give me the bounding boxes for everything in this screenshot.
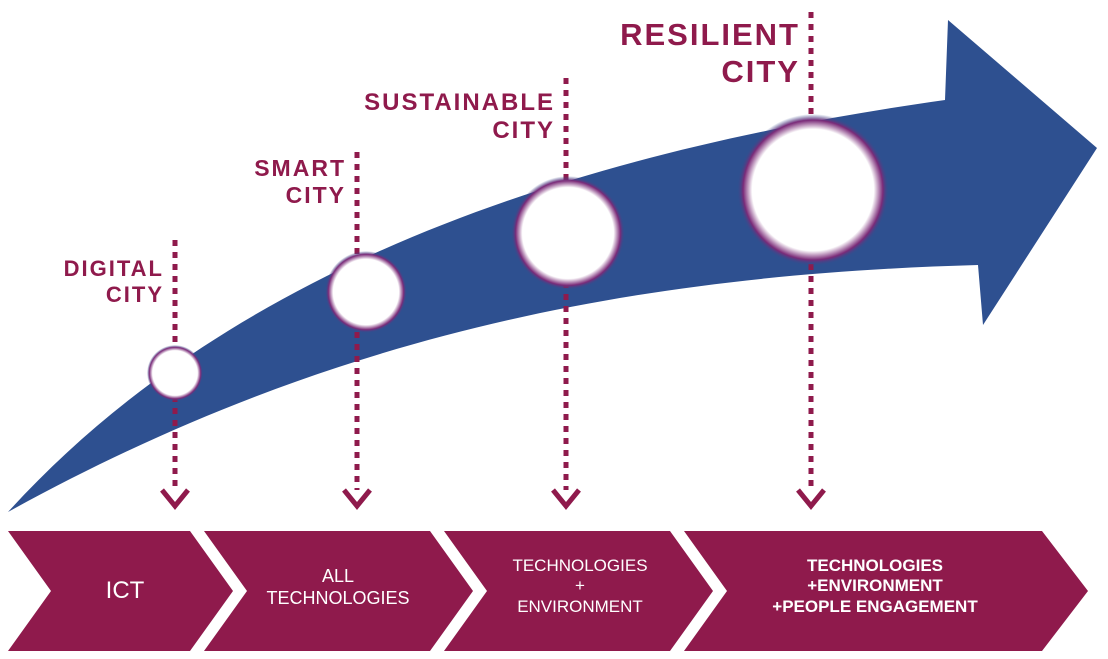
chevron-tech-environment bbox=[444, 531, 713, 651]
chevron-label-tech-environment-line3: ENVIRONMENT bbox=[517, 596, 643, 616]
stage-label-resilient-line1: RESILIENT bbox=[620, 17, 800, 52]
chevron-label-tech-env-people-line3: +PEOPLE ENGAGEMENT bbox=[772, 596, 978, 616]
stage-label-digital: DIGITAL CITY bbox=[64, 256, 164, 308]
chevron-label-tech-environment-line2: + bbox=[575, 576, 585, 596]
stage-label-smart-line1: SMART bbox=[254, 155, 346, 181]
chevron-label-ict: ICT bbox=[55, 577, 195, 606]
stage-label-digital-line2: CITY bbox=[105, 281, 164, 307]
chevron-label-tech-env-people: TECHNOLOGIES +ENVIRONMENT +PEOPLE ENGAGE… bbox=[735, 556, 1015, 617]
stage-label-sustainable-line2: CITY bbox=[492, 117, 555, 145]
guide-arrowhead-digital bbox=[160, 488, 190, 510]
stage-label-resilient: RESILIENT CITY bbox=[620, 17, 800, 90]
stage-circle-resilient bbox=[737, 114, 889, 266]
guide-arrowhead-smart bbox=[342, 488, 372, 510]
chevron-label-all-technologies-line2: TECHNOLOGIES bbox=[266, 587, 410, 608]
guide-arrowhead-sustainable bbox=[551, 488, 581, 510]
stage-label-smart: SMART CITY bbox=[254, 155, 346, 209]
chevron-label-tech-environment: TECHNOLOGIES + ENVIRONMENT bbox=[480, 556, 680, 617]
stage-circle-sustainable bbox=[511, 176, 625, 290]
chevron-label-tech-env-people-line1: TECHNOLOGIES bbox=[806, 556, 943, 575]
stage-circle-digital bbox=[147, 345, 203, 401]
chevron-label-tech-env-people-line2: +ENVIRONMENT bbox=[807, 576, 943, 596]
chevron-label-all-technologies: ALL TECHNOLOGIES bbox=[248, 566, 428, 609]
chevron-label-tech-environment-line1: TECHNOLOGIES bbox=[512, 556, 648, 575]
chevron-label-all-technologies-line1: ALL bbox=[321, 566, 355, 586]
chevron-tech-env-people bbox=[684, 531, 1088, 651]
guide-arrowhead-resilient bbox=[796, 488, 826, 510]
stage-label-resilient-line2: CITY bbox=[721, 53, 800, 89]
chevron-all-technologies bbox=[204, 531, 473, 651]
stage-label-sustainable-line1: SUSTAINABLE bbox=[364, 89, 555, 116]
stage-label-digital-line1: DIGITAL bbox=[63, 256, 164, 281]
chevron-label-ict-line1: ICT bbox=[105, 577, 145, 604]
chevron-ict bbox=[8, 531, 233, 651]
stage-label-sustainable: SUSTAINABLE CITY bbox=[364, 89, 555, 146]
stage-circle-smart bbox=[325, 251, 407, 333]
stage-label-smart-line2: CITY bbox=[285, 182, 346, 209]
